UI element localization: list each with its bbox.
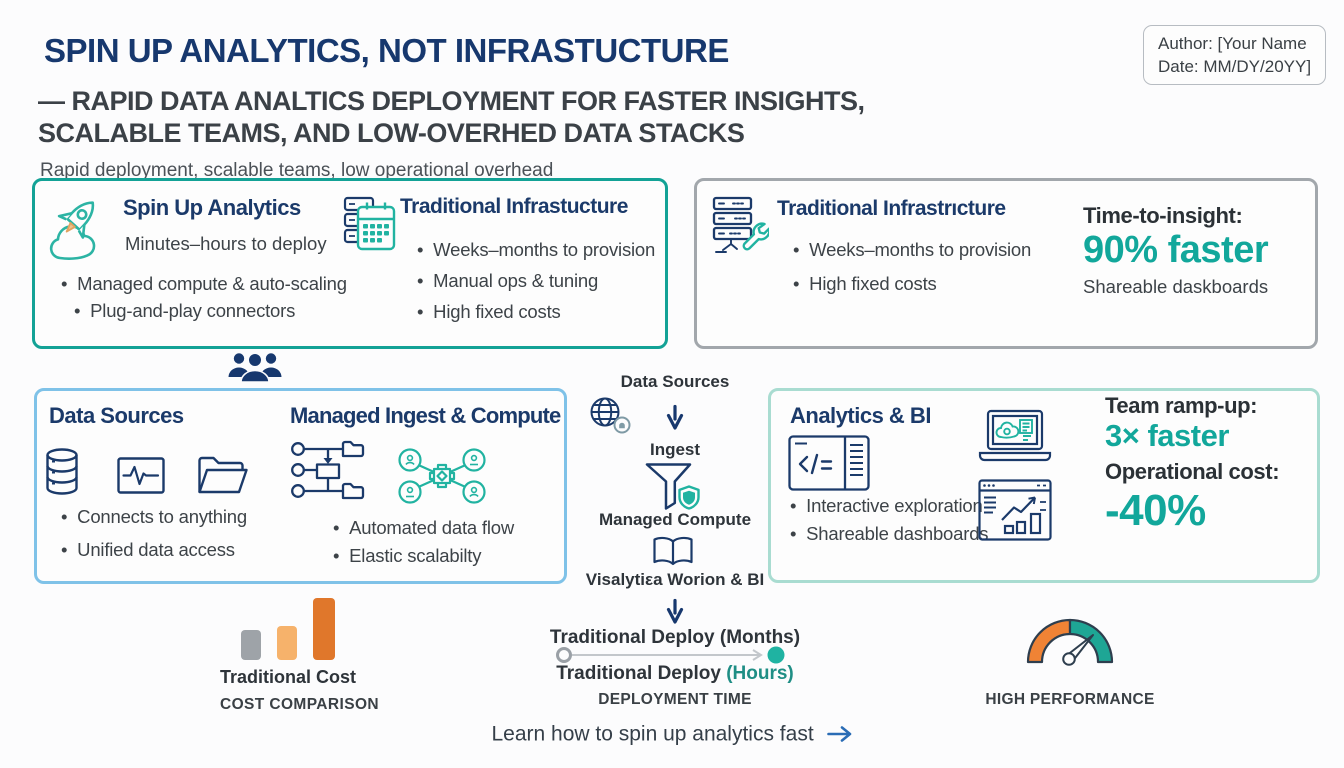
globe-icon (588, 396, 634, 441)
cost-comparison-chart: Traditional Cost COST COMPARISON (220, 598, 379, 714)
compare-card: Spin Up Analytics Minutes–hours to deplo… (32, 178, 668, 349)
waveform-icon (117, 457, 165, 499)
cost-bar (240, 630, 261, 660)
cost-chart-caption: COST COMPARISON (220, 696, 379, 713)
ingest-heading: Managed Ingest & Compute (290, 403, 561, 428)
cta-label[interactable]: Learn how to spin up analytics fast (491, 722, 814, 746)
flow-arrow-icon (575, 404, 775, 437)
analytics-metrics: Team ramp-up: 3× faster Operational cost… (1105, 393, 1280, 535)
list-item: Shareable dashboards (790, 523, 988, 545)
analytics-bullets: Interactive exploration Shareable dashbo… (790, 495, 988, 545)
list-item: Connects to anything (61, 506, 247, 528)
spin-up-subheading: Minutes–hours to deploy (125, 233, 327, 254)
deploy-hours-highlight: (Hours) (726, 663, 794, 684)
list-item: Unified data access (61, 539, 247, 561)
deploy-hours-label: Traditional Deploy (Hours) (535, 663, 815, 685)
browser-code-icon (788, 435, 870, 496)
flow-step-data-sources: Data Sources (620, 372, 730, 391)
metric-label: Operational cost: (1105, 458, 1280, 484)
list-item: High fixed costs (417, 301, 655, 323)
deployment-timeline (555, 645, 787, 670)
cta-arrow-icon (826, 726, 851, 743)
funnel-shield-icon (644, 460, 702, 517)
date-line: Date: MM/DY/20YY] (1158, 57, 1312, 76)
cost-bar (276, 626, 297, 660)
list-item: Plug-and-play connectors (74, 300, 347, 322)
page-subtitle-line2: SCALABLE TEAMS, AND LOW-OVERHED DATA STA… (38, 118, 745, 148)
book-icon (651, 536, 695, 572)
list-item: Interactive exploration (790, 495, 988, 517)
metric-label: Team ramp-up: (1105, 393, 1258, 418)
metric-label: Time-to-insight: (1083, 203, 1243, 228)
laptop-dashboard-icon (976, 409, 1054, 470)
people-group-icon (226, 350, 284, 389)
folder-icon (197, 455, 249, 500)
rocket-cloud-icon (47, 195, 111, 268)
performance-gauge-icon (1019, 606, 1121, 671)
list-item: Automated data flow (333, 517, 514, 539)
author-line: Author: [Your Name (1158, 34, 1307, 53)
traditional-bullets: Weeks–months to provision Manual ops & t… (417, 239, 655, 323)
deploy-hours-prefix: Traditional Deploy (556, 663, 727, 684)
insight-bullets: Weeks–months to provision High fixed cos… (793, 239, 1031, 295)
calendar-server-icon (343, 193, 397, 260)
insight-heading: Traditional Infrastrıcture (777, 197, 1006, 220)
metric-value: -40% (1105, 485, 1206, 535)
cost-bar (312, 598, 335, 660)
flow-step-visualization: Visalytiεa Worion & BI (585, 570, 765, 589)
page-tagline: Rapid deployment, scalable teams, low op… (40, 160, 554, 181)
cost-chart-label: Traditional Cost (220, 667, 357, 687)
traditional-heading: Traditional Infrastucture (400, 195, 628, 218)
cta-link[interactable]: Learn how to spin up analytics fast (0, 722, 1344, 746)
flow-arrow-icon (575, 598, 775, 631)
list-item: Elastic scalabilty (333, 545, 514, 567)
flow-step-compute: Managed Compute (598, 510, 752, 529)
list-item: Manual ops & tuning (417, 270, 655, 292)
list-item: Weeks–months to provision (793, 239, 1031, 261)
gauge-caption: HIGH PERFORMANCE (985, 691, 1155, 708)
sources-card: Data Sources Connects to anything Unif (34, 388, 567, 584)
list-item: High fixed costs (793, 273, 1031, 295)
list-item: Weeks–months to provision (417, 239, 655, 261)
spin-up-bullets: Managed compute & auto-scaling Plug-and-… (61, 273, 347, 322)
flowchart-icon (290, 439, 366, 506)
ingest-bullets: Automated data flow Elastic scalabilty (333, 517, 514, 567)
metric-value: 90% faster (1083, 229, 1269, 271)
cost-bars (220, 598, 355, 660)
deployment-time-caption: DEPLOYMENT TIME (598, 691, 752, 708)
database-icon (44, 447, 80, 502)
analytics-heading: Analytics & BI (790, 403, 931, 428)
server-wrench-icon (711, 195, 771, 260)
page-title: SPIN UP ANALYTICS, NOT INFRASTUCTURE (44, 32, 729, 69)
spin-up-heading: Spin Up Analytics (123, 195, 301, 220)
hub-spoke-icon (397, 447, 487, 510)
deploy-months-label: Traditional Deploy (Months) (549, 627, 801, 648)
insight-card: Traditional Infrastrıcture Weeks–months … (694, 178, 1318, 349)
chart-dashboard-icon (978, 479, 1052, 546)
metric-note: Shareable daskboards (1083, 275, 1269, 297)
insight-metric: Time-to-insight: 90% faster Shareable da… (1083, 203, 1269, 298)
metric-value: 3× faster (1105, 418, 1229, 453)
data-sources-heading: Data Sources (49, 403, 184, 428)
data-sources-bullets: Connects to anything Unified data access (61, 506, 247, 561)
list-item: Managed compute & auto-scaling (61, 273, 347, 295)
page-subtitle-line1: — RAPID DATA ANALTICS DEPLOYMENT FOR FAS… (38, 86, 865, 116)
flow-step-ingest: Ingest (649, 440, 701, 459)
analytics-card: Analytics & BI Interactive exploration S… (768, 388, 1320, 583)
author-box: Author: [Your Name Date: MM/DY/20YY] (1143, 25, 1327, 85)
